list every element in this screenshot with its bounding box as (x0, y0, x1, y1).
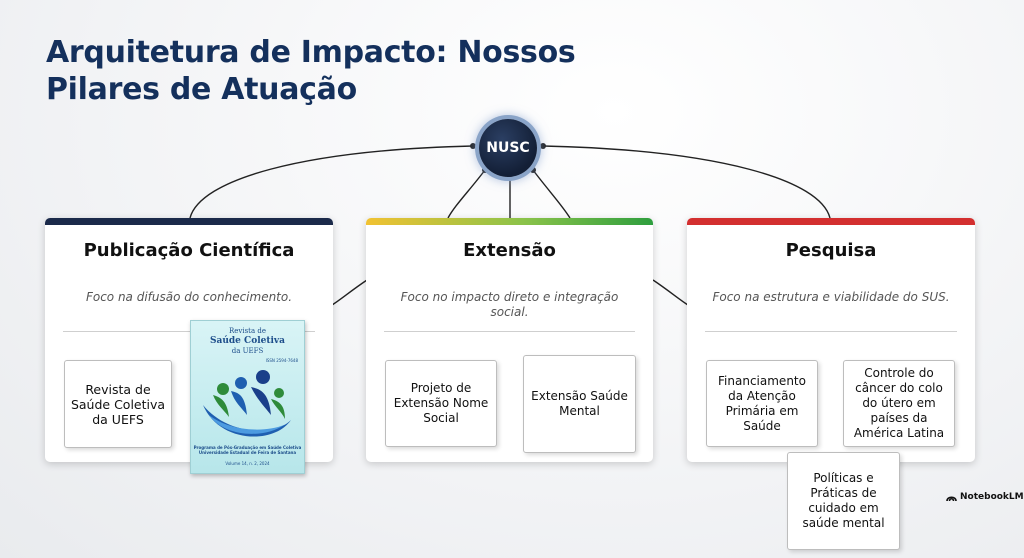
item-label: Projeto de Extensão Nome Social (393, 381, 489, 425)
notebooklm-watermark: NotebookLM (946, 492, 1024, 502)
item-financiamento-aps: Financiamento da Atenção Primária em Saú… (706, 360, 818, 447)
cover-figures-icon (203, 370, 291, 437)
pillar-focus: Foco na difusão do conhecimento. (85, 290, 293, 304)
item-projeto-nome-social: Projeto de Extensão Nome Social (385, 360, 497, 447)
page-title-line1: Arquitetura de Impacto: Nossos (46, 35, 576, 70)
cover-line3: da UEFS (231, 347, 264, 355)
pillar-color-bar (687, 218, 975, 225)
item-label: Financiamento da Atenção Primária em Saú… (718, 373, 806, 433)
pillar-title: Pesquisa (785, 240, 877, 261)
hub-node: NUSC (479, 119, 537, 177)
page-title: Arquitetura de Impacto: Nossos Pilares d… (46, 34, 576, 108)
cover-program: Programa de Pós-Graduação em Saúde Colet… (193, 445, 302, 455)
cover-line2: Saúde Coletiva (210, 336, 285, 346)
item-politicas-saude-mental: Políticas e Práticas de cuidado em saúde… (787, 452, 900, 550)
notebooklm-logo-icon (946, 495, 957, 501)
journal-cover-image: Revista de Saúde Coletiva da UEFS ISSN 2… (190, 320, 305, 474)
item-label: Revista de Saúde Coletiva da UEFS (70, 381, 166, 427)
pillar-focus: Foco no impacto direto e integração soci… (400, 290, 619, 319)
hub-label: NUSC (486, 140, 530, 156)
item-controle-cancer: Controle do câncer do colo do útero em p… (843, 360, 955, 447)
cover-issn: ISSN 2594-7648 (265, 358, 298, 363)
page-title-line2: Pilares de Atuação (46, 72, 357, 107)
item-extensao-saude-mental: Extensão Saúde Mental (523, 355, 636, 453)
cover-volume: Volume 14, n. 2, 2024 (225, 461, 270, 466)
divider (705, 331, 957, 332)
divider (384, 331, 635, 332)
item-label: Políticas e Práticas de cuidado em saúde… (802, 471, 885, 530)
item-label: Controle do câncer do colo do útero em p… (853, 366, 945, 440)
pillar-title: Publicação Científica (83, 240, 295, 261)
item-label: Extensão Saúde Mental (531, 389, 628, 418)
item-revista: Revista de Saúde Coletiva da UEFS (64, 360, 172, 448)
divider (63, 331, 315, 332)
pillar-title: Extensão (463, 240, 556, 261)
pillar-color-bar (366, 218, 653, 225)
cover-line1: Revista de (228, 327, 267, 335)
notebooklm-label: NotebookLM (960, 492, 1024, 502)
pillar-color-bar (45, 218, 333, 225)
pillar-focus: Foco na estrutura e viabilidade do SUS. (712, 290, 950, 304)
